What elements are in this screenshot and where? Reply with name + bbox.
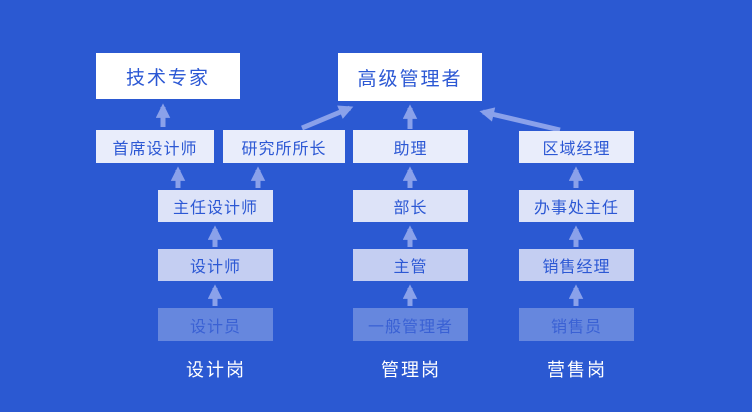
node-general-manager: 一般管理者	[353, 308, 468, 341]
node-senior-manager: 高级管理者	[338, 53, 482, 101]
node-tech-expert: 技术专家	[96, 53, 240, 99]
node-chief-designer: 首席设计师	[96, 130, 214, 163]
column-label-design-post: 设计岗	[186, 360, 246, 380]
column-label-sales-post: 营售岗	[547, 360, 607, 380]
node-salesperson: 销售员	[519, 308, 634, 341]
node-dept-head: 部长	[353, 190, 468, 222]
node-designer: 设计师	[158, 249, 273, 281]
column-label-management-post: 管理岗	[381, 360, 441, 380]
arrow-regional-manager-to-senior-manager-icon	[479, 107, 561, 133]
node-office-director: 办事处主任	[519, 190, 634, 222]
node-supervisor: 主管	[353, 249, 468, 281]
node-sales-manager: 销售经理	[519, 249, 634, 281]
node-regional-manager: 区域经理	[519, 131, 634, 163]
node-assistant: 助理	[353, 130, 468, 163]
arrow-institute-director-to-senior-manager-icon	[301, 105, 354, 131]
node-design-staff: 设计员	[158, 308, 273, 341]
node-director-designer: 主任设计师	[158, 190, 273, 222]
node-institute-director: 研究所所长	[223, 130, 345, 163]
